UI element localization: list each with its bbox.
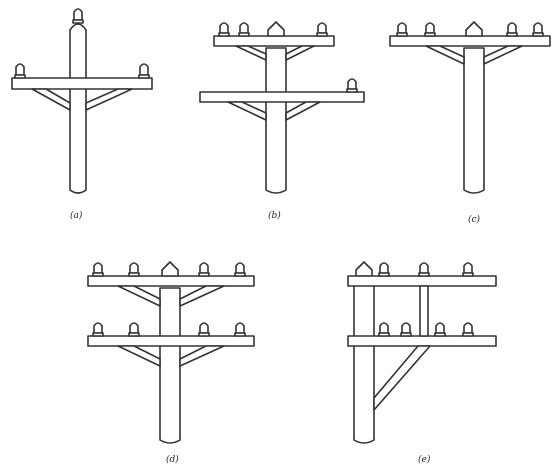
insulator-icon bbox=[238, 22, 250, 37]
insulator-icon bbox=[92, 262, 104, 277]
pole-a-brace bbox=[31, 88, 71, 111]
insulator-icon bbox=[400, 322, 412, 337]
insulator-icon bbox=[138, 63, 150, 79]
caption-b: (b) bbox=[268, 210, 281, 221]
insulator-icon bbox=[378, 322, 390, 337]
insulator-icon bbox=[418, 262, 430, 277]
pole-d: (d) bbox=[87, 261, 255, 465]
insulator-icon bbox=[316, 22, 328, 37]
insulator-icon bbox=[462, 262, 474, 277]
insulator-icon bbox=[462, 322, 474, 337]
pole-d-crossarm-bottom bbox=[87, 335, 255, 347]
insulator-icon bbox=[346, 78, 358, 93]
insulator-icon bbox=[532, 22, 544, 37]
insulator-icon bbox=[198, 262, 210, 277]
pole-e-shaft bbox=[353, 281, 375, 444]
pole-a: (a) bbox=[11, 8, 153, 221]
pole-e-brace bbox=[373, 345, 431, 411]
caption-a: (a) bbox=[70, 210, 83, 221]
pole-b-crossarm-bottom bbox=[199, 91, 365, 103]
insulator-icon bbox=[378, 262, 390, 277]
pole-e-crossarm-bottom bbox=[347, 335, 497, 347]
pole-a-crossarm bbox=[11, 77, 153, 90]
insulator-icon bbox=[234, 262, 246, 277]
insulator-icon bbox=[424, 22, 436, 37]
pole-c: (c) bbox=[389, 21, 551, 225]
insulator-icon bbox=[128, 262, 140, 277]
insulator-icon bbox=[72, 8, 84, 24]
caption-e: (e) bbox=[418, 454, 431, 465]
insulator-icon bbox=[396, 22, 408, 37]
pole-c-crossarm bbox=[389, 35, 551, 47]
insulator-icon bbox=[434, 322, 446, 337]
insulator-icon bbox=[128, 322, 140, 337]
pole-d-shaft bbox=[159, 287, 181, 444]
insulator-icon bbox=[198, 322, 210, 337]
insulator-icon bbox=[92, 322, 104, 337]
insulator-icon bbox=[218, 22, 230, 37]
pole-a-shaft bbox=[69, 23, 87, 194]
pole-b: (b) bbox=[199, 21, 365, 221]
pole-c-shaft bbox=[463, 47, 485, 194]
pole-e: (e) bbox=[347, 261, 497, 465]
pole-b-crossarm-top bbox=[213, 35, 335, 47]
pole-d-crossarm-top bbox=[87, 275, 255, 287]
caption-d: (d) bbox=[166, 454, 179, 465]
pole-b-shaft bbox=[265, 47, 287, 194]
pole-e-crossarm-top bbox=[347, 275, 497, 287]
insulator-icon bbox=[234, 322, 246, 337]
insulator-icon bbox=[506, 22, 518, 37]
insulator-icon bbox=[14, 63, 26, 79]
caption-c: (c) bbox=[468, 214, 481, 225]
